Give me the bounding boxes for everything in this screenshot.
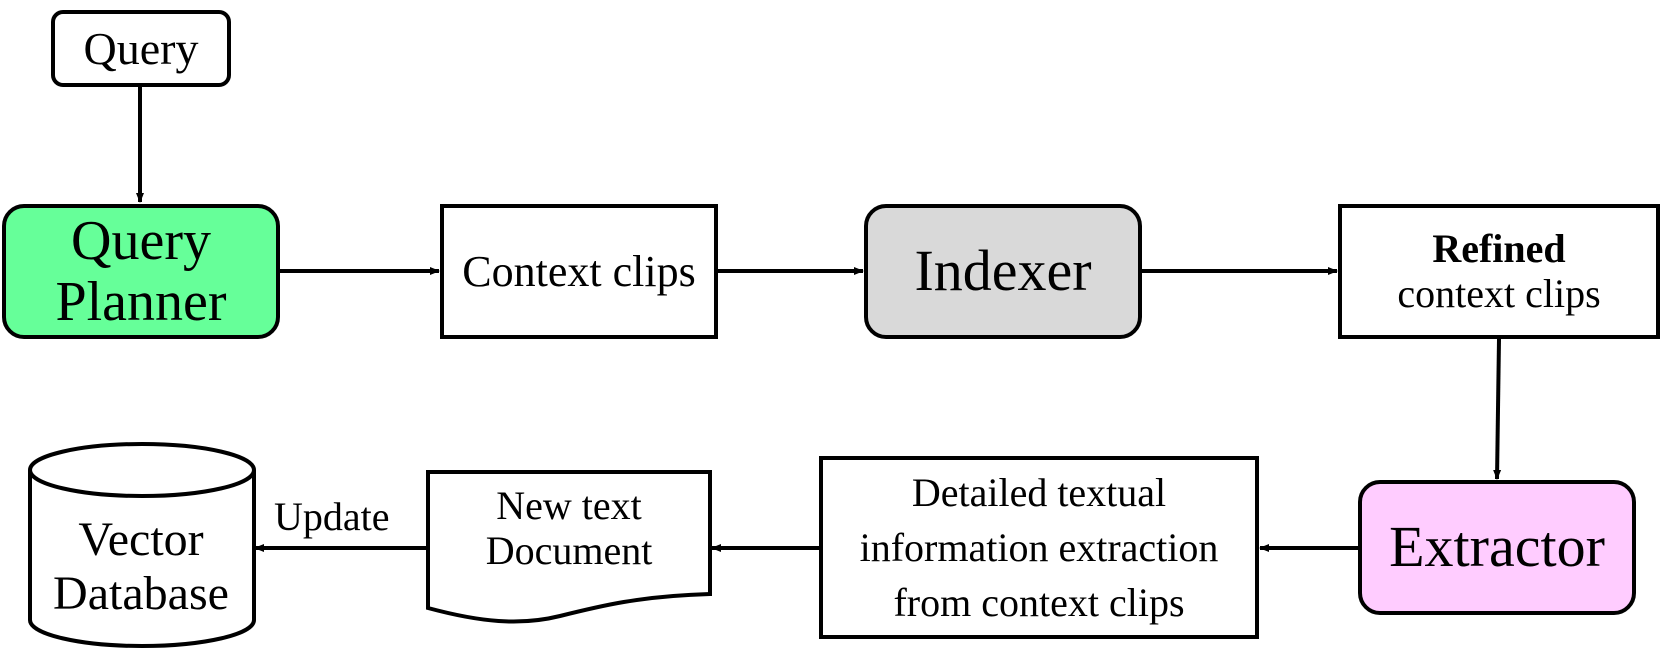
- indexer-node: Indexer: [864, 204, 1142, 339]
- document-shape: [426, 470, 712, 624]
- detailed-info-extraction-node: Detailed textual information extraction …: [819, 456, 1259, 639]
- vector-database-label-line2: Database: [53, 567, 229, 620]
- database-cylinder-shape: [28, 442, 256, 648]
- indexer-label: Indexer: [914, 238, 1092, 304]
- detailed-info-label-line3: from context clips: [893, 580, 1185, 626]
- detailed-info-label-line1: Detailed textual: [911, 469, 1167, 515]
- query-planner-label-line1: Query: [71, 210, 211, 273]
- new-text-document-node: New text Document: [426, 470, 712, 630]
- update-edge-label: Update: [274, 494, 390, 539]
- new-text-document-label-line2: Document: [485, 527, 653, 573]
- query-label: Query: [83, 22, 199, 74]
- extractor-node: Extractor: [1358, 480, 1636, 615]
- refined-context-clips-label-line2: context clips: [1397, 270, 1601, 316]
- context-clips-label: Context clips: [462, 246, 696, 296]
- query-node: Query: [51, 10, 231, 87]
- query-planner-label-line2: Planner: [55, 270, 227, 333]
- query-planner-node: Query Planner: [2, 204, 280, 339]
- vector-database-label-line1: Vector: [78, 513, 204, 567]
- refined-context-clips-node: Refined context clips: [1338, 204, 1660, 339]
- context-clips-node: Context clips: [440, 204, 718, 339]
- vector-database-node: Vector Database: [28, 443, 254, 651]
- arrow-refined-clips-to-extractor: [1493, 338, 1502, 480]
- detailed-info-label-line2: information extraction: [859, 524, 1219, 570]
- extractor-label: Extractor: [1389, 514, 1605, 580]
- refined-context-clips-label-line1: Refined: [1432, 225, 1566, 271]
- new-text-document-label-line1: New text: [496, 483, 642, 528]
